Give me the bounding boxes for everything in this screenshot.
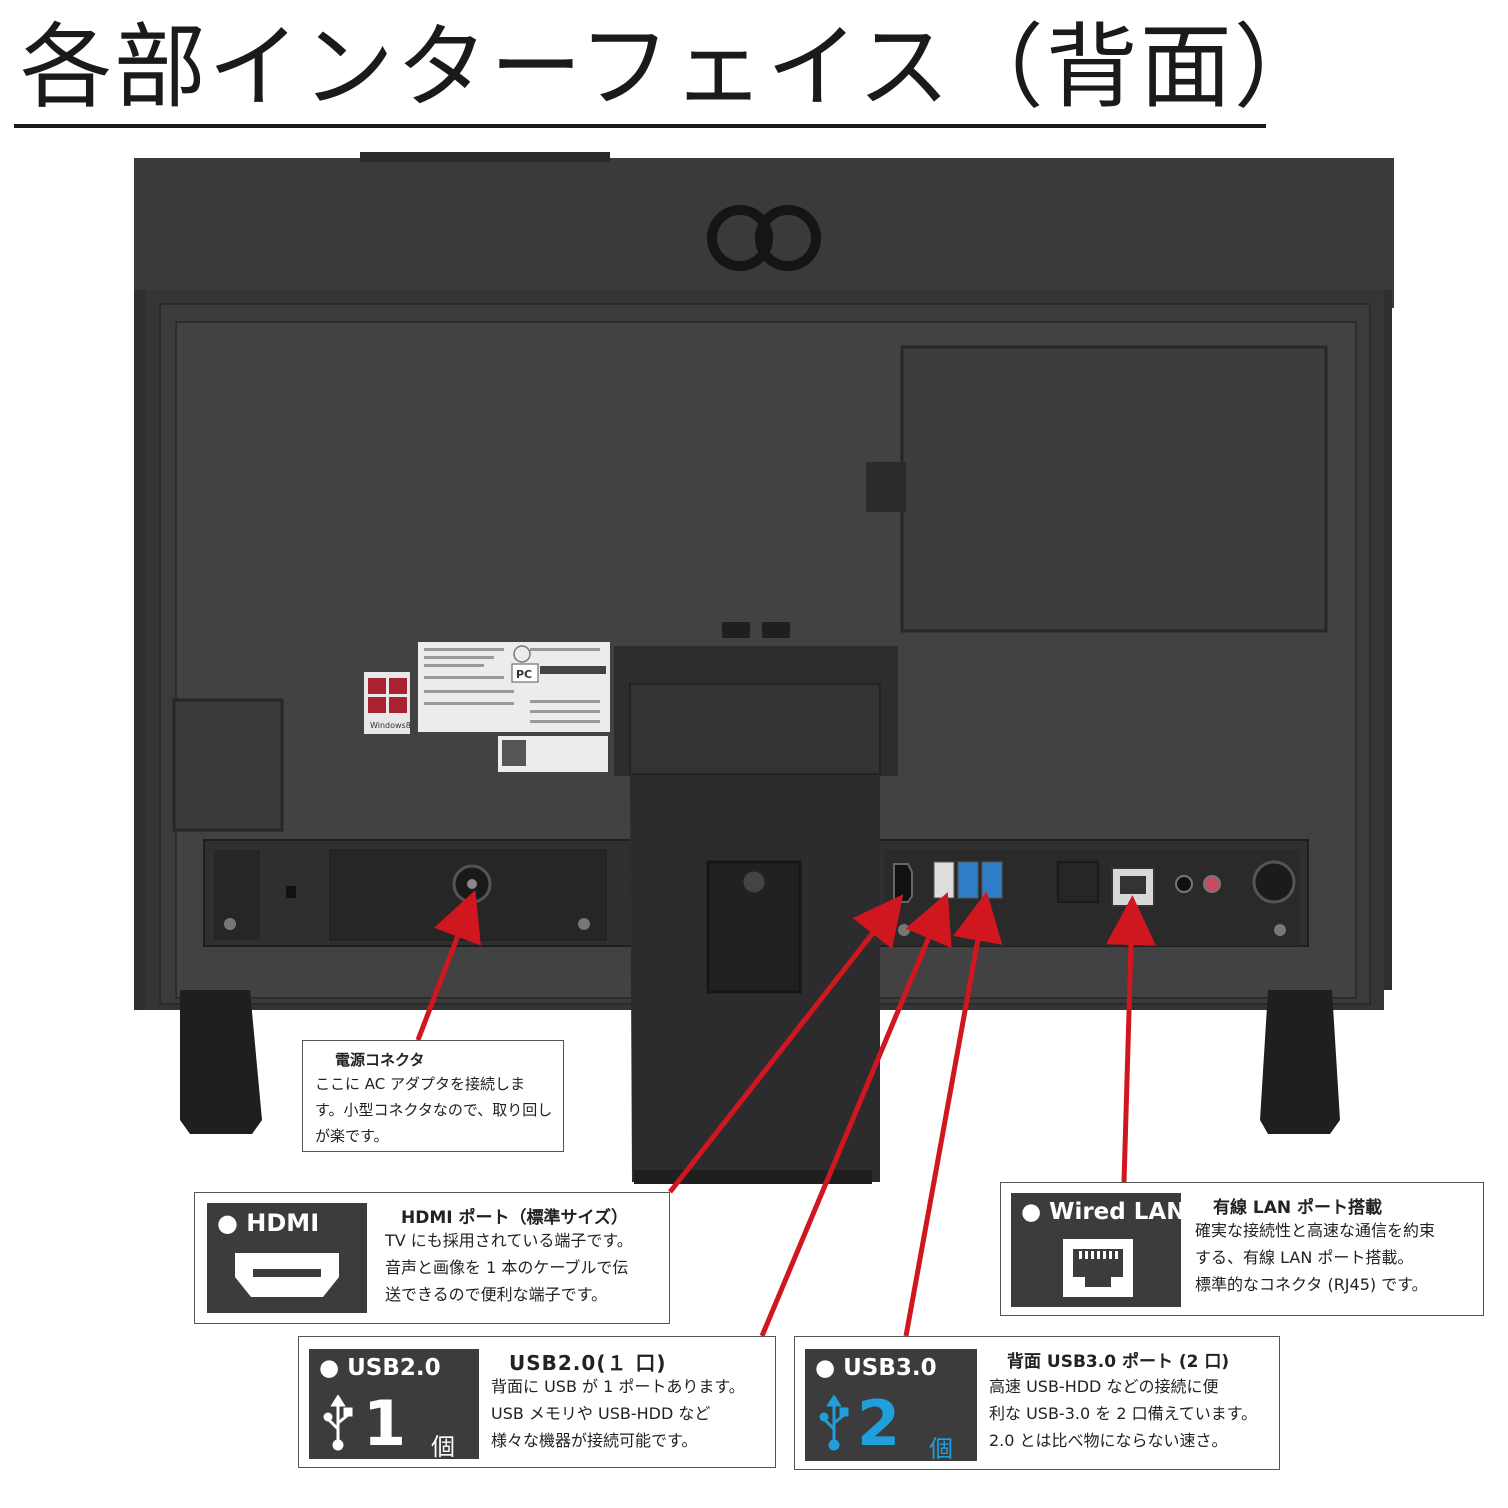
hdmi-callout: ● HDMI HDMI ポート（標準サイズ） TV にも採用されている端子です。… [194, 1192, 670, 1324]
usb3-text: 高速 USB-HDD などの接続に便 利な USB-3.0 を 2 口備えていま… [989, 1377, 1258, 1450]
usb2-count: 1 [363, 1387, 407, 1460]
rating-sticker: PC [418, 642, 610, 732]
power-heading: 電源コネクタ [335, 1051, 425, 1069]
lan-text: 確実な接続性と高速な通信を約束 する、有線 LAN ポート搭載。 標準的なコネク… [1195, 1221, 1436, 1294]
usb3-heading: 背面 USB3.0 ポート (2 口) [1007, 1352, 1230, 1372]
dc-in-icon [1252, 860, 1296, 904]
windows-label: Windows8 [370, 721, 411, 730]
hdmi-badge: ● HDMI [207, 1203, 367, 1313]
usb2-callout: ● USB2.0 1 個 USB2.0(１ 口) 背面に USB が 1 ポート… [298, 1336, 776, 1468]
usb3-badge-label: ● USB3.0 [815, 1355, 937, 1381]
fujitsu-logo-icon [707, 205, 821, 271]
usb2-port [933, 861, 955, 899]
arrow-lan [1105, 895, 1156, 1183]
usb3-port-b [981, 861, 1003, 899]
usb3-callout: ● USB3.0 2 個 背面 USB3.0 ポート (2 口) 高速 USB-… [794, 1336, 1280, 1470]
windows-sticker: Windows8 [364, 672, 411, 734]
usb3-badge: ● USB3.0 2 個 [805, 1349, 977, 1463]
usb3-port-a [957, 861, 979, 899]
lan-badge: ● Wired LAN [1011, 1193, 1185, 1307]
hdmi-text: TV にも採用されている端子です。 音声と画像を 1 本のケーブルで伝 送できる… [385, 1231, 633, 1304]
ethernet-icon [1063, 1239, 1133, 1297]
lan-badge-label: ● Wired LAN [1021, 1199, 1186, 1225]
top-buttons [360, 152, 610, 162]
page-title: 各部インターフェイス（背面） [20, 14, 1328, 121]
power-text: ここに AC アダプタを接続しま す。小型コネクタなので、取り回し が楽です。 [315, 1075, 553, 1145]
left-foot [180, 990, 262, 1134]
arrow-hdmi [668, 894, 904, 1194]
lock-slot-icon [286, 886, 296, 898]
arrow-power [415, 889, 481, 1041]
usb2-badge: ● USB2.0 1 個 [309, 1349, 479, 1461]
hdmi-icon [235, 1253, 339, 1297]
usb3-unit: 個 [929, 1435, 953, 1463]
usb2-text: 背面に USB が 1 ポートあります。 USB メモリや USB-HDD など… [491, 1377, 745, 1450]
pc-recycle-logo: PC [516, 668, 532, 681]
arrow-usb2 [759, 892, 952, 1337]
headphone-jack-icon [1175, 875, 1193, 893]
usb3-count: 2 [857, 1387, 901, 1460]
side-door [172, 698, 284, 832]
usb2-badge-label: ● USB2.0 [319, 1355, 441, 1381]
lan-callout: ● Wired LAN 有線 LAN ポート搭載 確実な接続性と高速な通信を約束… [1000, 1182, 1484, 1316]
hdmi-badge-label: ● HDMI [217, 1209, 320, 1237]
power-callout: 電源コネクタ ここに AC アダプタを接続しま す。小型コネクタなので、取り回し… [302, 1040, 564, 1152]
usb2-heading: USB2.0(１ 口) [509, 1351, 667, 1375]
title-underline [14, 124, 1266, 128]
memory-cover [900, 345, 1328, 633]
right-foot [1260, 990, 1340, 1134]
hdmi-heading: HDMI ポート（標準サイズ） [401, 1208, 628, 1228]
lan-heading: 有線 LAN ポート搭載 [1213, 1198, 1383, 1218]
usb3-icon [819, 1395, 849, 1451]
usb2-unit: 個 [431, 1433, 455, 1461]
mic-jack-icon [1203, 875, 1221, 893]
usb-icon [323, 1395, 353, 1451]
arrow-usb3 [903, 891, 1003, 1337]
hdmi-port-icon [893, 863, 913, 903]
